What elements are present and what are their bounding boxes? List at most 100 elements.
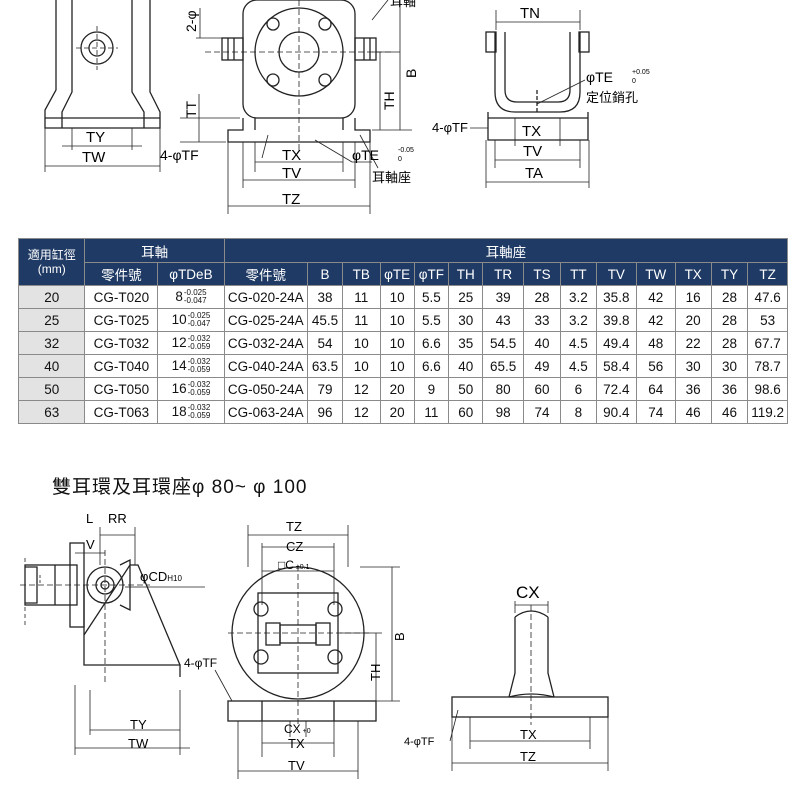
right-tx-label: TX: [522, 123, 541, 140]
b-label: B: [403, 69, 419, 78]
seat-value-cell: 48: [636, 331, 676, 355]
seat-value-cell: 63.5: [306, 354, 344, 378]
seat-value-cell: 54: [306, 331, 344, 355]
seat-col-header-tv: TV: [595, 262, 638, 286]
seat-value-cell: 49.4: [595, 331, 638, 355]
seat-value-cell: 20: [379, 377, 415, 401]
bottom-right-seat-drawing: [449, 601, 609, 771]
seat-value-cell: 10: [342, 331, 381, 355]
bottom-right-tx-label: TX: [520, 727, 537, 742]
seat-value-cell: 9: [413, 377, 450, 401]
seat-value-cell: 38: [306, 285, 344, 309]
seat-value-cell: 78.7: [747, 354, 788, 378]
seat-value-cell: 46: [710, 400, 749, 424]
seat-value-cell: 8: [560, 400, 597, 424]
ear-axle-label: 耳軸: [390, 0, 416, 9]
seat-value-cell: 20: [674, 308, 712, 332]
seat-value-cell: 4.5: [560, 331, 597, 355]
seat-value-cell: 6: [560, 377, 597, 401]
seat-value-cell: 90.4: [595, 400, 638, 424]
seat-value-cell: 33: [522, 308, 562, 332]
top-left-tw-label: TW: [82, 149, 106, 166]
bottom-cz-label: CZ: [286, 539, 303, 554]
seat-part-cell: CG-063-24A: [223, 400, 308, 424]
right-seat-drawing: [470, 10, 590, 188]
seat-col-header-b: B: [306, 262, 344, 286]
axle-part-no-header: 零件號: [84, 262, 159, 286]
seat-value-cell: 49: [522, 354, 562, 378]
seat-value-cell: 36: [674, 377, 712, 401]
seat-value-cell: 58.4: [595, 354, 638, 378]
seat-value-cell: 4.5: [560, 354, 597, 378]
seat-value-cell: 64: [636, 377, 676, 401]
th-label: TH: [381, 91, 397, 110]
seat-value-cell: 54.5: [482, 331, 524, 355]
seat-value-cell: 50: [448, 377, 484, 401]
seat-col-header-tr: TR: [482, 262, 524, 286]
seat-value-cell: 74: [522, 400, 562, 424]
seat-col-header-tf: φTF: [413, 262, 450, 286]
seat-value-cell: 98.6: [747, 377, 788, 401]
bottom-th-label: TH: [368, 664, 383, 681]
four-tf-label: 4-φTF: [160, 147, 199, 163]
right-te-tol-upper: +0.05: [632, 69, 650, 76]
seat-value-cell: 40: [522, 331, 562, 355]
bore-header-line2: (mm): [37, 262, 66, 276]
seat-value-cell: 28: [710, 285, 749, 309]
seat-value-cell: 40: [448, 354, 484, 378]
seat-part-cell: CG-040-24A: [223, 354, 308, 378]
bottom-l-label: L: [86, 511, 93, 526]
bottom-ty-label: TY: [130, 717, 147, 732]
tdeb-cell: 8-0.025-0.047: [157, 285, 225, 309]
bore-header-line1: 適用缸徑: [27, 248, 76, 262]
seat-value-cell: 10: [342, 354, 381, 378]
seat-value-cell: 12: [342, 400, 381, 424]
section-range-text: 80~: [211, 477, 247, 498]
seat-value-cell: 67.7: [747, 331, 788, 355]
seat-value-cell: 30: [674, 354, 712, 378]
bottom-c-label: □C±0.1: [278, 558, 310, 572]
seat-part-cell: CG-050-24A: [223, 377, 308, 401]
axle-part-cell: CG-T032: [84, 331, 159, 355]
seat-value-cell: 35.8: [595, 285, 638, 309]
tdeb-cell: 10-0.025-0.047: [157, 308, 225, 332]
axle-part-cell: CG-T020: [84, 285, 159, 309]
seat-col-header-tt: TT: [560, 262, 597, 286]
seat-base: [451, 696, 609, 718]
seat-value-cell: 39: [482, 285, 524, 309]
seat-value-cell: 3.2: [560, 308, 597, 332]
bottom-right-tz-label: TZ: [520, 749, 536, 764]
seat-value-cell: 56: [636, 354, 676, 378]
bottom-right-cx-label: CX: [516, 583, 540, 602]
right-tv-label: TV: [523, 143, 542, 160]
seat-part-cell: CG-032-24A: [223, 331, 308, 355]
seat-value-cell: 96: [306, 400, 344, 424]
tx-label: TX: [282, 147, 301, 164]
seat-value-cell: 6.6: [413, 354, 450, 378]
left-bracket-drawing: [44, 0, 161, 172]
seat-value-cell: 12: [342, 377, 381, 401]
seat-value-cell: 74: [636, 400, 676, 424]
right-ta-label: TA: [525, 165, 543, 182]
two-phi-label: 2-φ: [183, 10, 199, 32]
ear-axle-seat-label: 耳軸座: [372, 170, 411, 185]
seat-value-cell: 11: [413, 400, 450, 424]
seat-value-cell: 60: [522, 377, 562, 401]
seat-value-cell: 43: [482, 308, 524, 332]
seat-value-cell: 42: [636, 285, 676, 309]
axle-part-cell: CG-T063: [84, 400, 159, 424]
seat-value-cell: 10: [379, 308, 415, 332]
seat-value-cell: 28: [710, 331, 749, 355]
seat-value-cell: 10: [379, 331, 415, 355]
seat-value-cell: 72.4: [595, 377, 638, 401]
seat-value-cell: 5.5: [413, 285, 450, 309]
axle-part-cell: CG-T025: [84, 308, 159, 332]
tz-label: TZ: [282, 191, 300, 208]
te-tol-upper: -0.05: [398, 147, 414, 154]
bottom-tx-label: TX: [288, 736, 305, 751]
